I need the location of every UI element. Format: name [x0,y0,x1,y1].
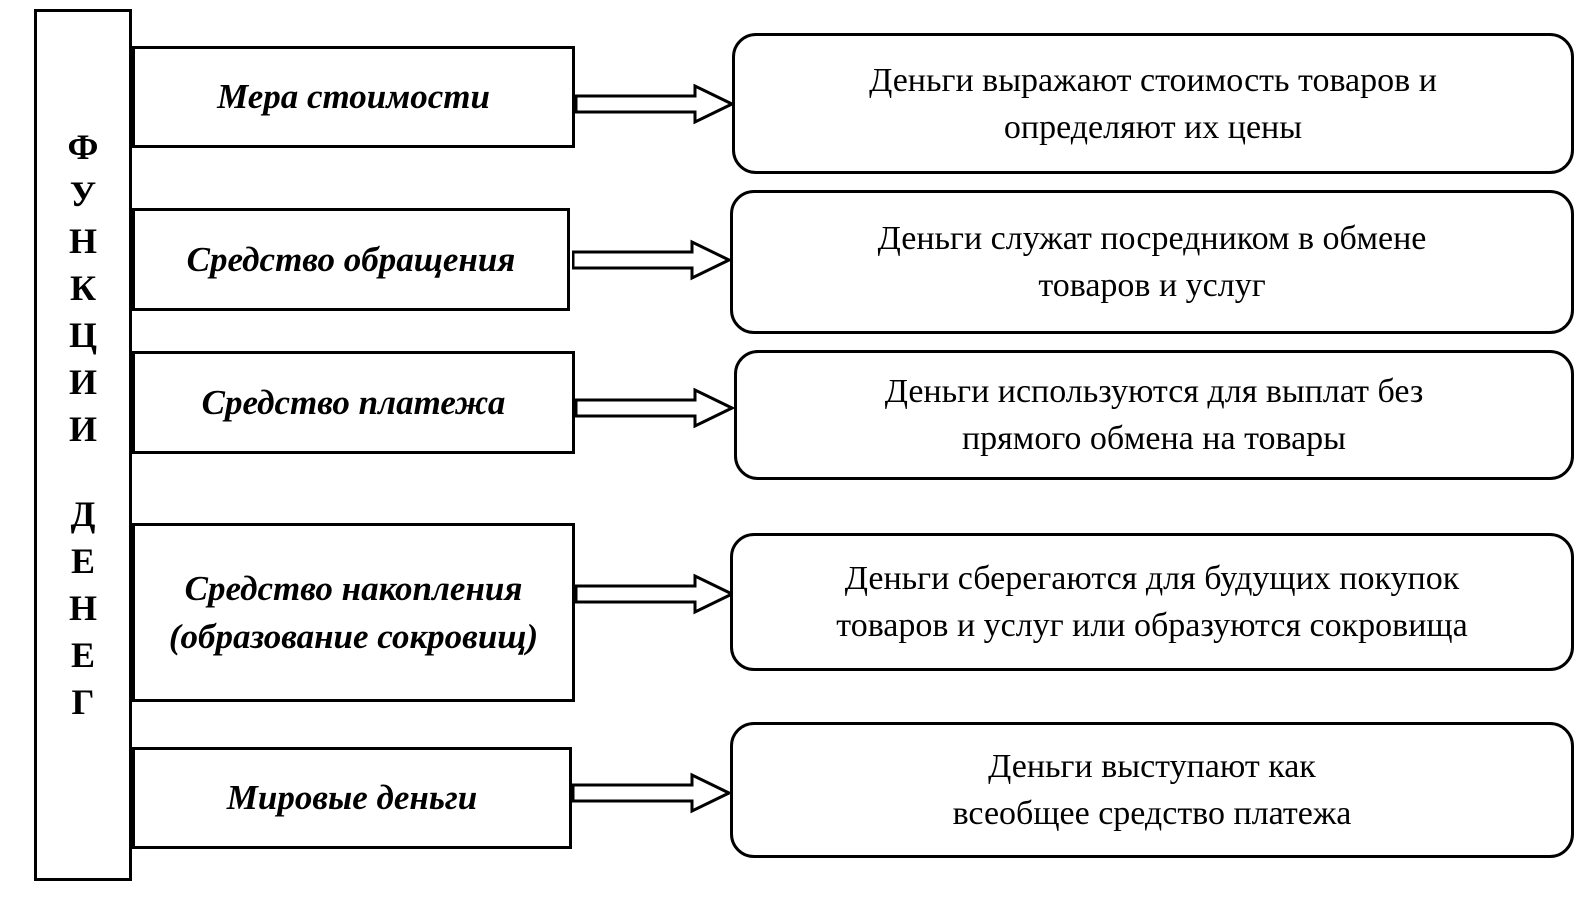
vertical-letter: К [69,268,97,308]
description-box-measure-of-value: Деньги выражают стоимость товаров и опре… [732,33,1574,174]
arrow-right [575,386,735,430]
arrow-right [575,572,735,616]
description-box-means-of-payment: Деньги используются для выплат без прямо… [734,350,1574,480]
function-box-means-of-payment: Средство платежа [132,351,575,454]
function-description: Деньги используются для выплат без прямо… [884,373,1424,457]
function-name: Мера стоимости [217,77,490,116]
function-name: Средство накопления (образование сокрови… [168,568,539,656]
vertical-letter: Ф [67,127,99,167]
function-box-store-of-value: Средство накопления (образование сокрови… [132,523,575,702]
arrow-right [575,82,735,126]
vertical-letter: И [68,409,97,449]
function-name: Мировые деньги [226,778,478,817]
vertical-letter: Ц [68,315,97,355]
description-box-store-of-value: Деньги сберегаются для будущих покупок т… [730,533,1574,671]
vertical-title: Ф У Н К Ц И И Д Е Н Е Г [37,124,129,726]
vertical-letter: Н [68,588,97,628]
function-description: Деньги служат посредником в обмене товар… [877,220,1427,304]
function-box-world-money: Мировые деньги [132,747,572,849]
vertical-title-gap [37,453,129,491]
description-box-medium-of-exchange: Деньги служат посредником в обмене товар… [730,190,1574,334]
function-description: Деньги выступают как всеобщее средство п… [952,748,1352,832]
function-name: Средство платежа [201,382,506,422]
function-description: Деньги выражают стоимость товаров и опре… [869,61,1437,146]
vertical-letter: Е [70,541,95,581]
arrow-right [572,771,732,815]
vertical-letter: И [68,362,97,402]
function-description: Деньги сберегаются для будущих покупок т… [836,560,1468,644]
vertical-letter: Г [71,682,95,722]
description-box-world-money: Деньги выступают как всеобщее средство п… [730,722,1574,858]
vertical-title-bar: Ф У Н К Ц И И Д Е Н Е Г [34,9,132,881]
vertical-letter: У [69,174,97,214]
function-box-measure-of-value: Мера стоимости [132,46,575,148]
function-name: Средство обращения [186,239,516,279]
vertical-letter: Д [70,494,96,534]
vertical-letter: Е [70,635,95,675]
vertical-letter: Н [68,221,97,261]
arrow-right [572,238,732,282]
function-box-medium-of-exchange: Средство обращения [132,208,570,311]
